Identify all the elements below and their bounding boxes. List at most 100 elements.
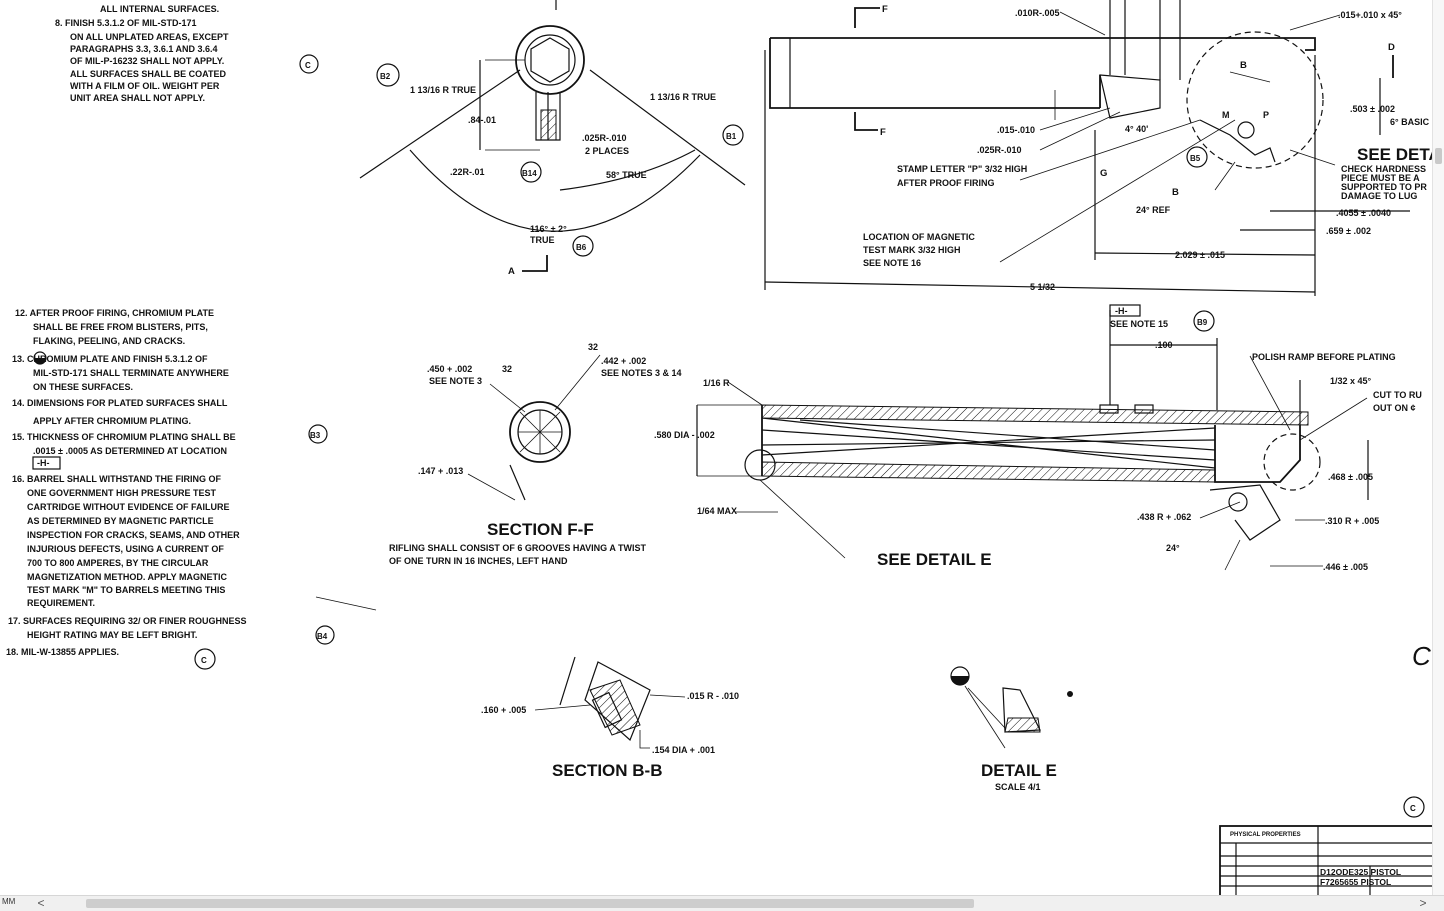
scroll-right-icon[interactable]: >: [1419, 896, 1427, 910]
location-note-line: LOCATION OF MAGNETIC: [863, 232, 975, 242]
muzzle-inner-circle: [524, 34, 576, 86]
leader: [554, 354, 601, 411]
title-block-frame: [1219, 825, 1432, 895]
revision-marker-b4: [315, 625, 335, 645]
dim-angle-24: 24°: [1166, 543, 1180, 553]
dim-84: .84-.01: [468, 115, 496, 125]
view-label-d: D: [1388, 42, 1395, 53]
dim-max: 1/64 MAX: [697, 506, 737, 516]
barrel-top-outline: [770, 37, 1316, 51]
leader: [964, 685, 1006, 749]
view-arrow-a-label: A: [508, 266, 515, 277]
datum-h-box: [32, 456, 61, 470]
revision-marker-b1: [722, 124, 744, 146]
detail-circle: [1186, 31, 1324, 169]
dim-025r-top: .025R-.010: [977, 145, 1022, 155]
edge-mark: C: [1412, 641, 1431, 671]
revision-marker-b9-label: B9: [1197, 318, 1208, 327]
dim-147: .147 + .013: [418, 466, 463, 476]
leader: [727, 381, 763, 406]
note-16-line: MAGNETIZATION METHOD. APPLY MAGNETIC: [27, 572, 228, 582]
section-label-b-top: B: [1240, 60, 1247, 71]
title-block-header: PHYSICAL PROPERTIES: [1230, 832, 1301, 838]
horizontal-scrollbar[interactable]: MM < >: [0, 895, 1444, 911]
lug-link: [1209, 484, 1281, 541]
lug-hatch: [540, 109, 557, 141]
note-17-line: HEIGHT RATING MAY BE LEFT BRIGHT.: [27, 630, 197, 640]
top-view: F F .010R-.005 .015+.010 x 45° B B D M P…: [764, 0, 1432, 296]
note-13-line: 13. CHROMIUM PLATE AND FINISH 5.3.1.2 OF: [12, 354, 208, 364]
note-13-line: MIL-STD-171 SHALL TERMINATE ANYWHERE: [33, 368, 229, 378]
note-13-line: ON THESE SURFACES.: [33, 382, 133, 392]
view-arrow-a: [522, 255, 548, 272]
section-label-b-bottom: B: [1172, 187, 1179, 198]
pin-hole: [591, 691, 623, 729]
revision-marker-b5-label: B5: [1190, 154, 1201, 163]
location-note-line: TEST MARK 3/32 HIGH: [863, 245, 961, 255]
revision-marker-c-label: C: [1410, 804, 1416, 813]
section-ff-title: SECTION F-F: [487, 520, 594, 539]
vertical-scroll-thumb[interactable]: [1435, 148, 1442, 164]
note-14: 14. DIMENSIONS FOR PLATED SURFACES SHALL…: [12, 398, 228, 426]
dim-015-045: .015+.010 x 45°: [1338, 10, 1402, 20]
title-block-row: D12ODE325 PISTOL: [1320, 867, 1401, 877]
note-top-line: ALL INTERNAL SURFACES.: [100, 4, 219, 14]
chamber-end: [1214, 425, 1301, 483]
cut-note-line: OUT ON ¢: [1373, 403, 1416, 413]
dim-line-2029: [1094, 252, 1316, 256]
roughness-32: 32: [588, 342, 598, 352]
radius-line-right: [589, 69, 746, 186]
note-16-line: ONE GOVERNMENT HIGH PRESSURE TEST: [27, 488, 217, 498]
roughness-32: 32: [502, 364, 512, 374]
leader-b: [1229, 71, 1271, 83]
leader: [1249, 355, 1291, 431]
dim-ref-24: 24° REF: [1136, 205, 1171, 215]
scroll-left-icon[interactable]: <: [37, 896, 45, 910]
note-16-line: REQUIREMENT.: [27, 598, 95, 608]
dim-line-5: [764, 281, 1316, 293]
mark-label-m: M: [1222, 110, 1230, 120]
dim-310: .310 R + .005: [1325, 516, 1379, 526]
note-8-line: PARAGRAPHS 3.3, 3.6.1 AND 3.6.4: [70, 44, 218, 54]
lug-notch: [1134, 404, 1154, 414]
check-note-line: PIECE MUST BE A: [1341, 173, 1420, 183]
dim-2029: 2.029 ± .015: [1175, 250, 1225, 260]
note-16-line: INJURIOUS DEFECTS, USING A CURRENT OF: [27, 544, 224, 554]
see-detail-e-callout: SEE DETAIL E: [877, 550, 992, 569]
note-12-line: FLAKING, PEELING, AND CRACKS.: [33, 336, 185, 346]
dim-see-notes: SEE NOTES 3 & 14: [601, 368, 682, 378]
vertical-scrollbar[interactable]: [1432, 0, 1444, 895]
leader: [999, 119, 1236, 263]
view-label-f-top: F: [882, 4, 888, 15]
barrel-left-outline: [769, 38, 1100, 109]
lug-profile: [1199, 119, 1276, 163]
note-16-line: 700 TO 800 AMPERES, BY THE CIRCULAR: [27, 558, 209, 568]
dim-line-160: [559, 656, 576, 706]
revision-marker-b6: [572, 235, 594, 257]
revision-marker-c-label: C: [305, 61, 311, 70]
revision-marker-c: [1403, 796, 1425, 818]
horizontal-scroll-thumb[interactable]: [86, 899, 974, 908]
dim-468: .468 ± .005: [1328, 472, 1373, 482]
dim-580: .580 DIA - .002: [654, 430, 715, 440]
lug-pin-circle: [1237, 121, 1255, 139]
angle-arc-58: [559, 149, 696, 191]
note-8-line: 8. FINISH 5.3.1.2 OF MIL-STD-171: [55, 18, 197, 28]
leader: [1199, 501, 1241, 519]
check-note-line: CHECK HARDNESS: [1341, 164, 1426, 174]
stray-mark: [315, 596, 377, 611]
note-15-line: 15. THICKNESS OF CHROMIUM PLATING SHALL …: [12, 432, 236, 442]
revision-marker-b4-label: B4: [317, 632, 328, 641]
mark-label-p: P: [1263, 110, 1269, 120]
revision-marker-b2-label: B2: [380, 72, 391, 81]
note-8-line: ON ALL UNPLATED AREAS, EXCEPT: [70, 32, 229, 42]
detail-e-symbol-half: [951, 676, 969, 685]
revision-marker-b3: [308, 424, 328, 444]
datum-h-box: [1109, 304, 1141, 317]
dim-438: .438 R + .062: [1137, 512, 1191, 522]
dim-010r: .010R-.005: [1015, 8, 1060, 18]
label-g: G: [1100, 168, 1107, 179]
dim-025r: .025R-.010: [582, 133, 627, 143]
note-8-line: OF MIL-P-16232 SHALL NOT APPLY.: [70, 56, 224, 66]
revision-marker-c: [299, 54, 319, 74]
